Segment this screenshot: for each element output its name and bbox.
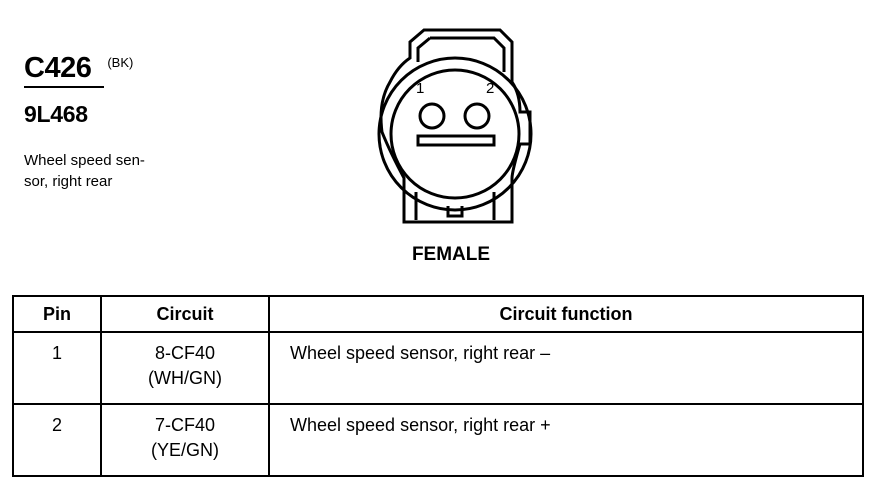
connector-inner-circle	[389, 68, 521, 200]
row-1-circuit-cell: 8-CF40 (WH/GN)	[100, 331, 270, 405]
description-line-1: Wheel speed sen-	[24, 152, 145, 169]
connector-id-underline	[24, 86, 104, 88]
row-2-circuit-cell: 7-CF40 (YE/GN)	[100, 403, 270, 477]
housing-outline	[379, 28, 532, 224]
connector-face-diagram: 1 2	[362, 22, 562, 232]
header-pin: Pin	[12, 295, 102, 333]
housing-inner-outline	[430, 36, 506, 72]
connector-face-circle	[377, 56, 533, 212]
connector-id-row: C426 (BK)	[24, 48, 204, 84]
row-2-pin: 2	[12, 403, 102, 477]
row-1-circuit: 8-CF40	[154, 343, 216, 363]
connector-description: Wheel speed sen- sor, right rear	[24, 150, 174, 192]
row-2-circuit: 7-CF40	[154, 415, 216, 435]
connector-header: C426 (BK) 9L468 Wheel speed sen- sor, ri…	[24, 48, 204, 190]
header-circuit-function: Circuit function	[268, 295, 864, 333]
pin-2-label: 2	[486, 80, 494, 97]
row-1-wire-color: (WH/GN)	[148, 368, 222, 388]
housing-inner-left	[416, 36, 431, 62]
row-2-wire-color: (YE/GN)	[150, 440, 219, 460]
pin-1-cavity	[418, 102, 446, 130]
connector-color-code: (BK)	[107, 55, 134, 70]
view-label: FEMALE	[411, 244, 491, 265]
row-2-function: Wheel speed sensor, right rear +	[268, 403, 864, 477]
keyway-slot	[416, 134, 496, 147]
pin-table: Pin Circuit Circuit function 1 8-CF40 (W…	[12, 295, 864, 477]
housing-bottom-feet	[414, 192, 496, 220]
header-circuit: Circuit	[100, 295, 270, 333]
connector-id: C426	[24, 52, 92, 84]
pin-table-header-row: Pin Circuit Circuit function	[12, 295, 864, 333]
part-number: 9L468	[24, 101, 88, 127]
row-1-pin: 1	[12, 331, 102, 405]
table-row: 1 8-CF40 (WH/GN) Wheel speed sensor, rig…	[12, 331, 864, 405]
pin-1-label: 1	[416, 80, 424, 97]
pin-2-cavity	[463, 102, 491, 130]
row-1-function: Wheel speed sensor, right rear –	[268, 331, 864, 405]
connector-face-svg: 1 2	[377, 28, 533, 224]
table-row: 2 7-CF40 (YE/GN) Wheel speed sensor, rig…	[12, 403, 864, 477]
description-line-2: sor, right rear	[24, 173, 113, 190]
